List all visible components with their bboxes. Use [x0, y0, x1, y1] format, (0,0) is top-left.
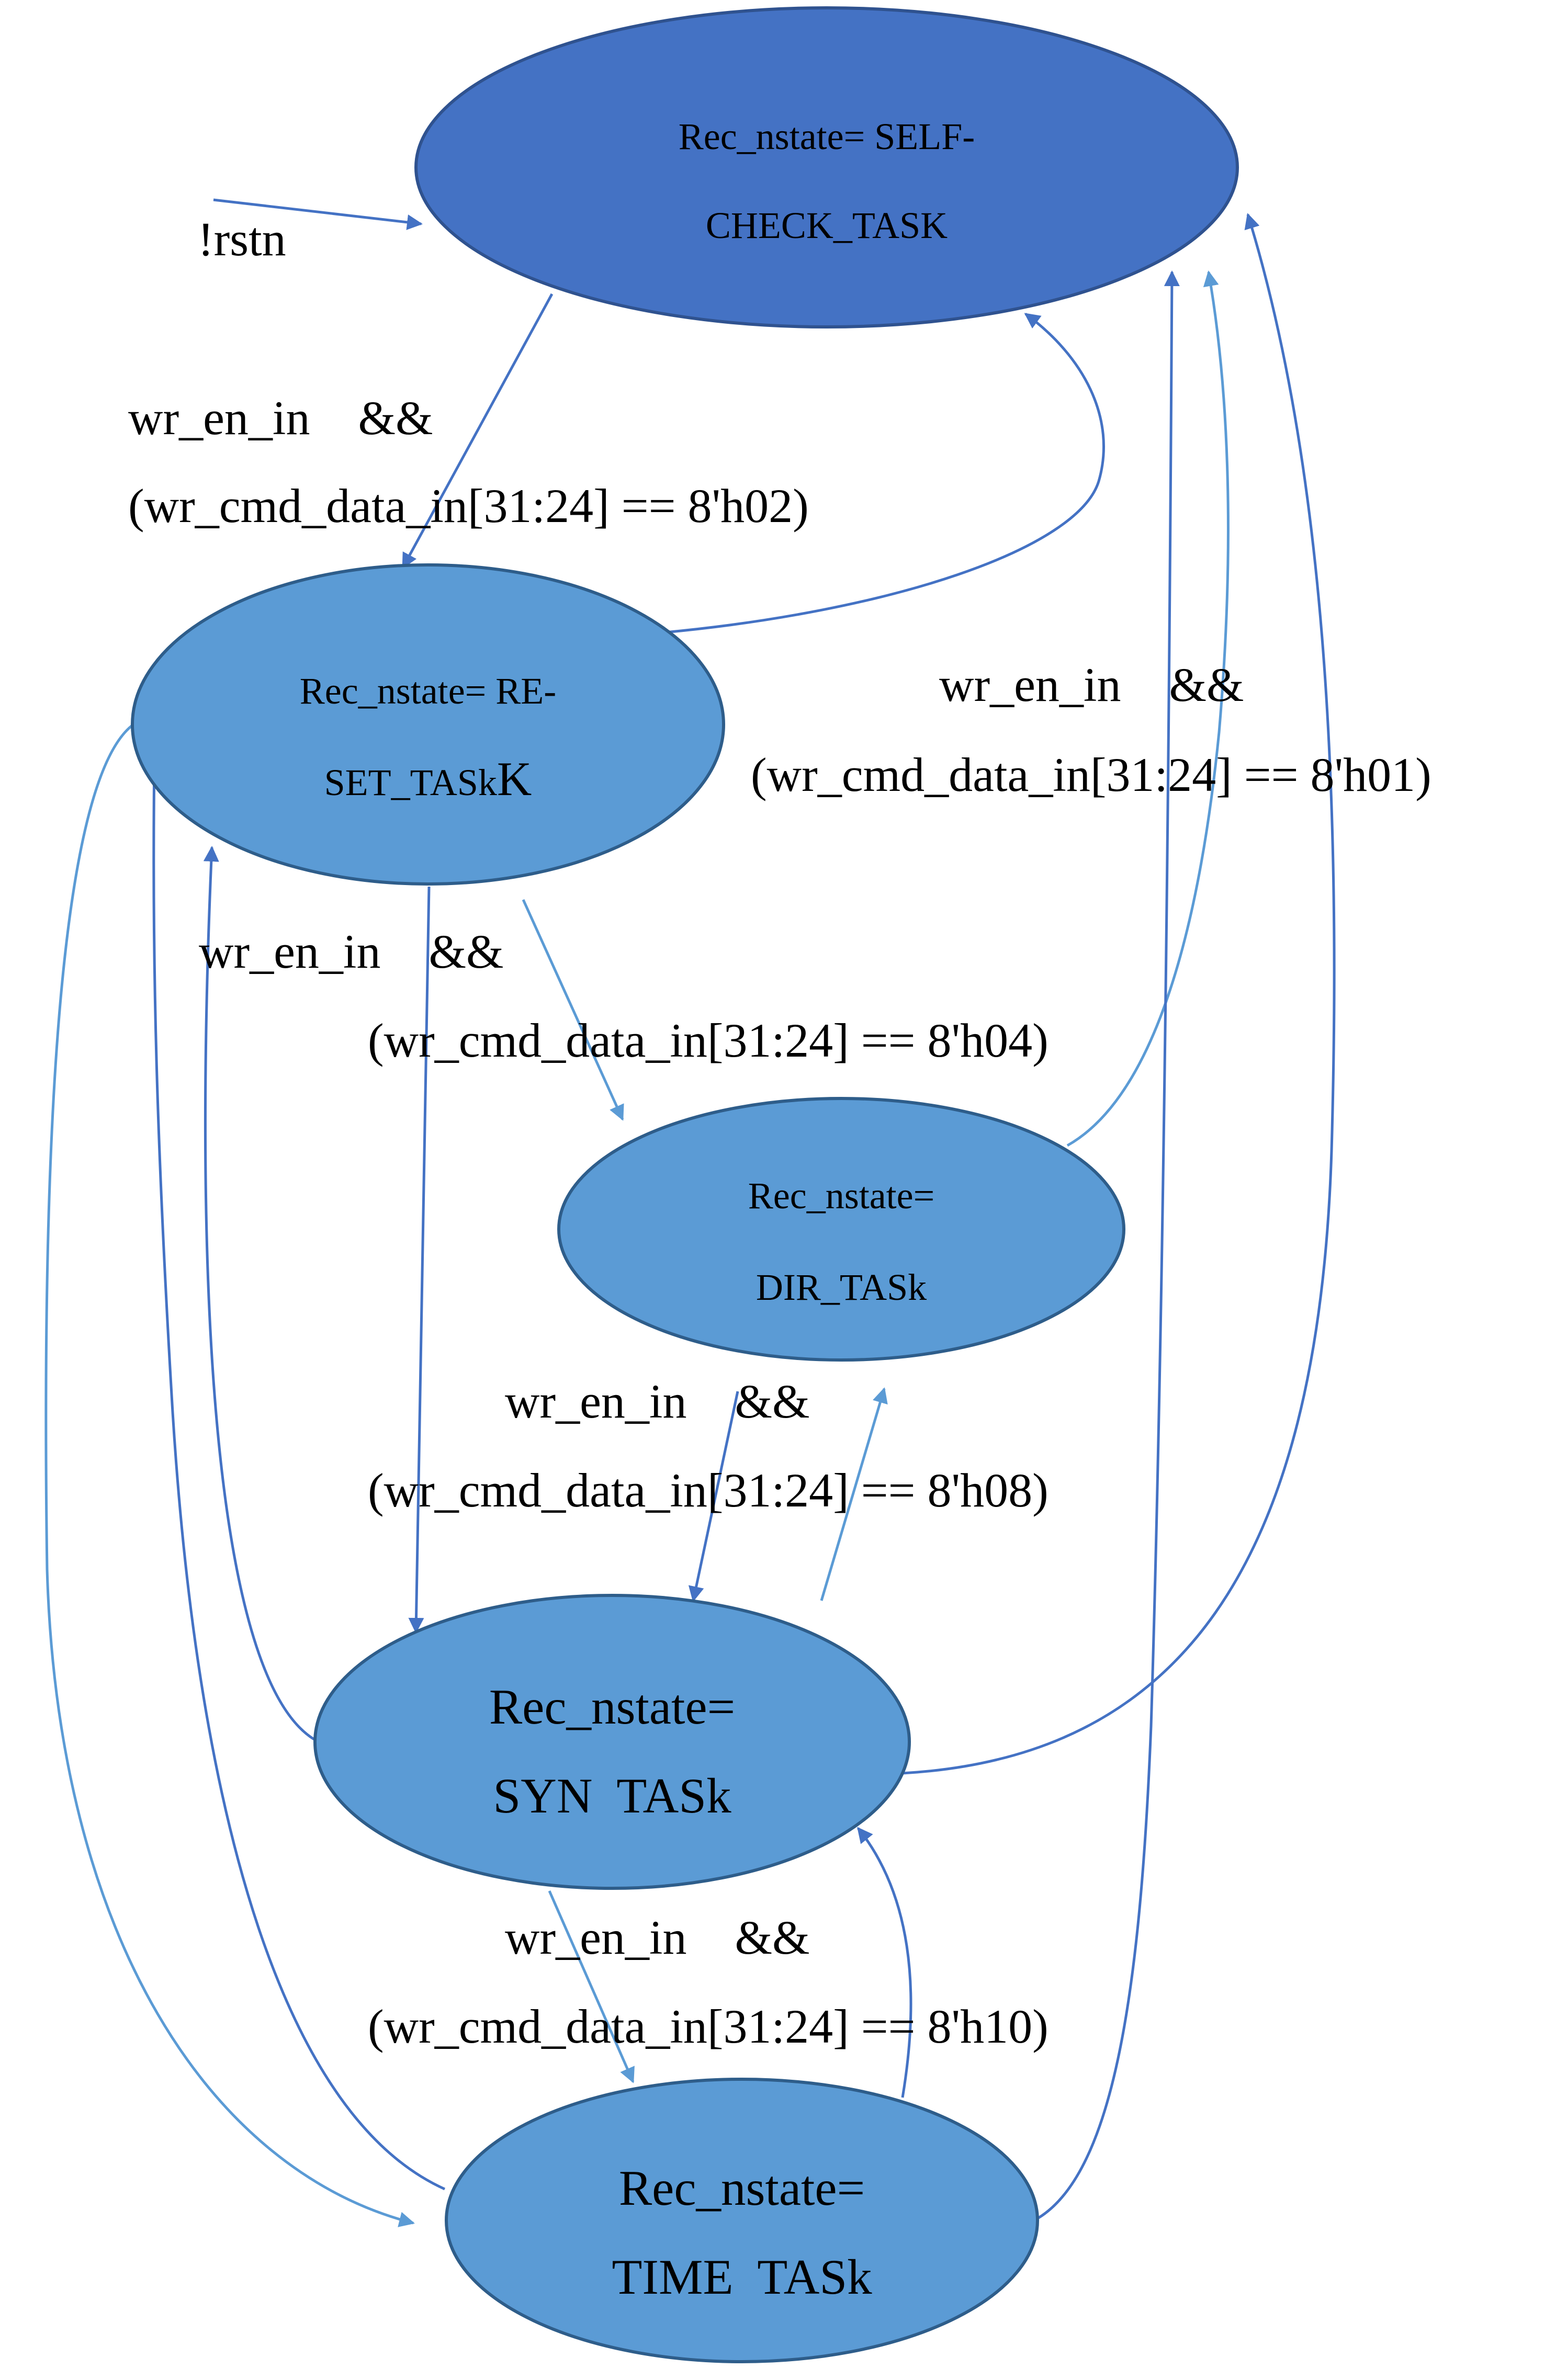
label-h08-line2: (wr_cmd_data_in[31:24] == 8'h08) — [368, 1464, 1049, 1517]
state-time-line1: Rec_nstate= — [619, 2160, 865, 2216]
label-h10-line2: (wr_cmd_data_in[31:24] == 8'h10) — [368, 2000, 1049, 2053]
state-time-line2: TIME TASk — [612, 2249, 872, 2305]
label-h04-line1: wr_en_in && — [199, 925, 504, 978]
edge-selfcheck-to-reset — [401, 293, 554, 569]
edge-time-to-reset — [146, 760, 446, 2191]
label-h02-line2: (wr_cmd_data_in[31:24] == 8'h02) — [128, 479, 809, 532]
state-reset-line1: Rec_nstate= RE- — [300, 670, 556, 712]
state-dir-line2: DIR_TASk — [756, 1266, 927, 1308]
edge-dir-to-syn — [688, 1391, 739, 1602]
edge-syn-to-dir — [820, 1387, 888, 1601]
state-time: Rec_nstate= TIME TASk — [445, 2078, 1039, 2363]
label-h08-line1: wr_en_in && — [505, 1375, 810, 1428]
edge-reset-to-syn — [408, 886, 431, 1634]
edge-reset-to-selfcheck — [659, 312, 1105, 634]
state-reset-line2b: K — [497, 752, 532, 806]
label-h10-line1: wr_en_in && — [505, 1911, 810, 1964]
edge-dir-to-selfcheck — [1066, 270, 1230, 1147]
state-syn-line2: SYN TASk — [493, 1768, 731, 1823]
edge-reset-to-time — [44, 723, 415, 2227]
edge-time-to-selfcheck — [1038, 270, 1180, 2219]
svg-text:SET_TASkK: SET_TASkK — [324, 752, 532, 806]
label-h01-line1: wr_en_in && — [939, 658, 1244, 711]
edge-reset-to-dir — [522, 899, 624, 1121]
label-h04: wr_en_in && (wr_cmd_data_in[31:24] == 8'… — [199, 925, 1049, 1067]
state-dir-line1: Rec_nstate= — [748, 1175, 934, 1217]
state-self-check-line1: Rec_nstate= SELF- — [679, 116, 975, 157]
state-reset-line2a: SET_TASk — [324, 762, 497, 803]
state-syn-line1: Rec_nstate= — [489, 1679, 735, 1735]
state-syn: Rec_nstate= SYN TASk — [313, 1594, 911, 1890]
label-h02: wr_en_in && (wr_cmd_data_in[31:24] == 8'… — [128, 391, 809, 532]
state-reset: Rec_nstate= RE- SET_TASkK — [131, 563, 725, 886]
state-dir: Rec_nstate= DIR_TASk — [557, 1097, 1125, 1362]
label-h08: wr_en_in && (wr_cmd_data_in[31:24] == 8'… — [368, 1375, 1049, 1517]
label-h02-line1: wr_en_in && — [128, 391, 433, 445]
edge-syn-to-selfcheck — [902, 213, 1336, 1775]
label-h10: wr_en_in && (wr_cmd_data_in[31:24] == 8'… — [368, 1911, 1049, 2053]
edge-syn-to-reset — [203, 846, 315, 1741]
label-h01: wr_en_in && (wr_cmd_data_in[31:24] == 8'… — [751, 658, 1431, 801]
reset-label: !rstn — [198, 212, 286, 266]
edge-syn-to-time — [548, 1890, 635, 2083]
label-h04-line2: (wr_cmd_data_in[31:24] == 8'h04) — [368, 1014, 1049, 1067]
edge-time-to-syn — [857, 1827, 912, 2098]
label-h01-line2: (wr_cmd_data_in[31:24] == 8'h01) — [751, 748, 1431, 801]
edge-reset — [213, 198, 423, 230]
state-self-check: Rec_nstate= SELF- CHECK_TASK — [414, 6, 1239, 328]
state-self-check-line2: CHECK_TASK — [706, 205, 948, 246]
